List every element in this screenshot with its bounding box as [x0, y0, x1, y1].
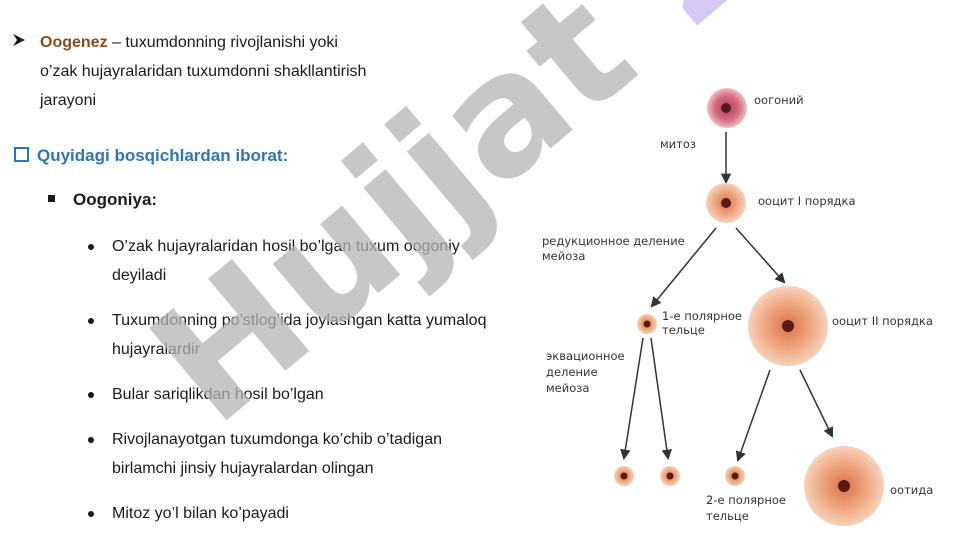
checkbox-bullet-icon	[14, 147, 29, 162]
ootid-nucleus	[838, 480, 850, 492]
label-mitosis: митоз	[660, 137, 696, 151]
oogenesis-diagram: оогоний митоз ооцит I порядка редукционн…	[542, 88, 933, 526]
list-item: Mitoz yo’l bilan ko’payadi	[86, 499, 506, 528]
oocyte2-arrow-right	[799, 369, 834, 438]
label-reduction-1: редукционное деление	[542, 234, 685, 248]
list-item: Bular sariqlikdan hosil bo’lgan	[86, 380, 506, 409]
label-equation-1: эквационное	[546, 349, 625, 363]
list-item: Tuxumdonning po’stlog’ida joylashgan kat…	[86, 306, 506, 364]
oocyte1-nucleus	[721, 198, 731, 208]
label-reduction-2: мейоза	[542, 249, 585, 263]
label-polar2-2: тельце	[706, 509, 749, 523]
reduction-arrow-left	[650, 227, 717, 308]
label-polar2-1: 2-е полярное	[706, 493, 786, 507]
label-oogonium: оогоний	[754, 93, 804, 107]
list-item: O’zak hujayralaridan hosil bo’lgan tuxum…	[86, 232, 506, 290]
oogenesis-definition: Oogenez – tuxumdonning rivojlanishi yoki…	[40, 28, 370, 115]
term-dash: –	[107, 34, 126, 51]
arrow-bullet-icon	[13, 34, 25, 46]
polar-body-bottom-1-nucleus	[620, 472, 628, 480]
reduction-arrow-right	[735, 227, 786, 284]
list-item: Rivojlanayotgan tuxumdonga ko’chib o’tad…	[86, 425, 506, 483]
oocyte2-arrow-left	[735, 369, 771, 462]
square-bullet-icon	[48, 195, 55, 202]
label-polar1-1: 1-е полярное	[662, 309, 742, 323]
stage-points-list: O’zak hujayralaridan hosil bo’lgan tuxum…	[86, 232, 506, 544]
label-ootid: оотида	[890, 483, 933, 497]
section-heading-text: Quyidagi bosqichlardan iborat:	[37, 146, 289, 165]
term-oogenez: Oogenez	[40, 34, 108, 51]
stage-title: Oogoniya:	[48, 190, 157, 210]
stage-title-text: Oogoniya:	[73, 190, 158, 209]
definition-text: tuxumdonning rivojlanishi yoki o’zak huj…	[40, 34, 367, 109]
oogonium-nucleus	[721, 103, 731, 113]
label-equation-3: мейоза	[546, 381, 589, 395]
label-oocyte1: ооцит I порядка	[758, 194, 856, 208]
polar-body1-nucleus	[643, 320, 651, 328]
oocyte2-nucleus	[782, 320, 794, 332]
polar1-arrow-right	[650, 337, 673, 461]
label-equation-2: деление	[546, 365, 598, 379]
label-oocyte2: ооцит II порядка	[832, 314, 933, 328]
polar-body2-nucleus	[731, 472, 739, 480]
label-polar1-2: тельце	[662, 323, 705, 337]
polar-body-bottom-2-nucleus	[666, 472, 674, 480]
section-heading: Quyidagi bosqichlardan iborat:	[14, 146, 288, 166]
polar1-arrow-left	[620, 337, 644, 461]
